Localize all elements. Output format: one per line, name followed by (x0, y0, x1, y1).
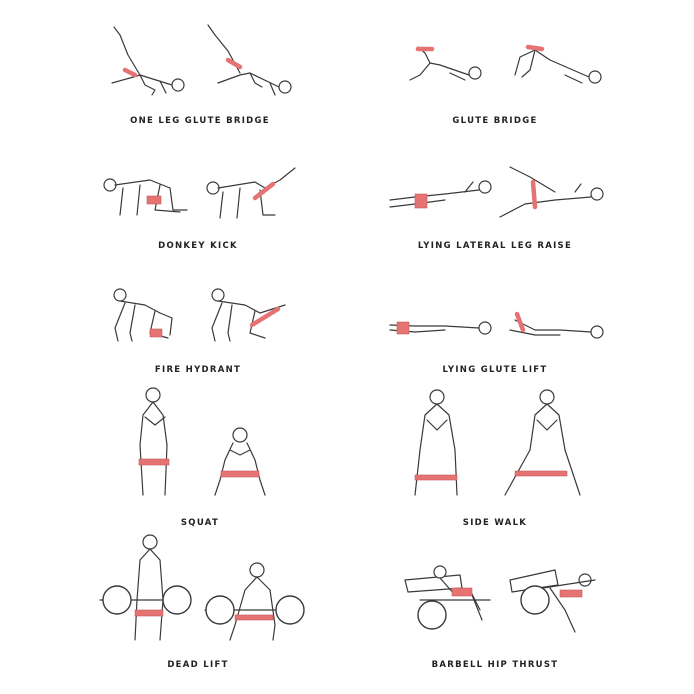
exercise-label: BARBELL HIP THRUST (431, 660, 559, 670)
exercise-label: ONE LEG GLUTE BRIDGE (130, 116, 270, 126)
exercise-label: GLUTE BRIDGE (452, 116, 538, 126)
barbell-hip-thrust-illustration (400, 560, 600, 644)
exercise-label: FIRE HYDRANT (154, 365, 242, 375)
exercise-label: DEAD LIFT (167, 660, 229, 670)
dead-lift-illustration (95, 530, 310, 654)
lying-lateral-leg-raise-illustration (385, 162, 610, 228)
exercise-label: LYING GLUTE LIFT (442, 365, 548, 375)
side-walk-illustration (405, 385, 585, 509)
squat-illustration (125, 385, 275, 509)
exercise-label: SQUAT (180, 518, 220, 528)
exercise-label: SIDE WALK (462, 518, 528, 528)
exercise-label: DONKEY KICK (158, 241, 238, 251)
exercise-label: LYING LATERAL LEG RAISE (417, 241, 573, 251)
one-leg-glute-bridge-illustration (100, 15, 300, 104)
glute-bridge-illustration (390, 35, 610, 104)
fire-hydrant-illustration (100, 283, 295, 352)
donkey-kick-illustration (95, 160, 305, 234)
lying-glute-lift-illustration (385, 300, 610, 349)
